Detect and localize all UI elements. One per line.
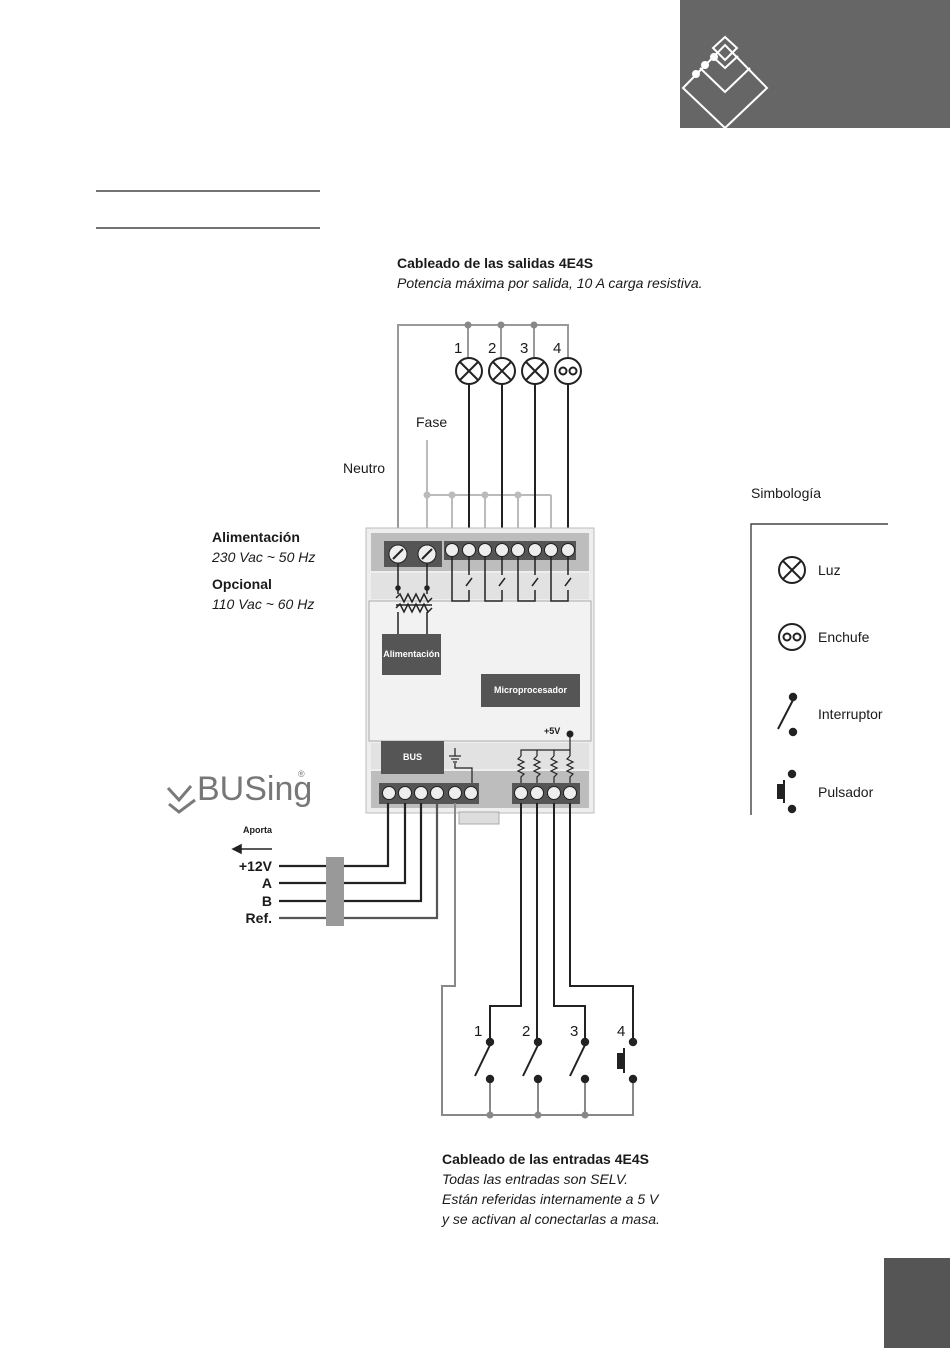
transformer-icon: [395, 563, 433, 634]
bus-wire-label-b: B: [261, 893, 272, 909]
output-number-1: 1: [454, 340, 463, 357]
switch-icon: [777, 692, 798, 737]
outputs-subtitle: Potencia máxima por salida, 10 A carga r…: [397, 275, 703, 291]
bus-wire-label-ref: Ref.: [245, 910, 272, 926]
inputs-line-2: Están referidas internamente a 5 V: [442, 1191, 659, 1207]
input-number-4: 4: [617, 1023, 626, 1040]
symbology-frame: [750, 523, 888, 815]
lamp-icon: [488, 357, 516, 385]
cpu-label: Microprocesador: [493, 685, 568, 695]
page-tab-block: [884, 1258, 950, 1348]
input-wiring: [441, 803, 634, 1116]
bus-wire-label-12v: +12V: [238, 858, 272, 874]
cable-sleeve: [326, 857, 344, 926]
output-wiring: [397, 324, 569, 545]
ground-icon: [449, 748, 461, 763]
junction-dots: [423, 321, 538, 499]
symbol-label-enchufe: Enchufe: [818, 629, 870, 645]
arrow-left-icon: [231, 843, 272, 855]
input-number-3: 3: [570, 1023, 579, 1040]
input-junctions: [486, 1111, 589, 1119]
outputs-title: Cableado de las salidas 4E4S: [397, 255, 594, 271]
v5-label: +5V: [544, 726, 561, 736]
lamp-icon: [778, 556, 806, 584]
optional-label: Opcional: [212, 576, 272, 592]
bus-wires: [279, 803, 439, 920]
optional-value: 110 Vac ~ 60 Hz: [212, 596, 315, 612]
input-number-1: 1: [474, 1023, 483, 1040]
bus-wire-label-a: A: [261, 875, 272, 891]
power-value: 230 Vac ~ 50 Hz: [212, 549, 316, 565]
pushbutton-icon: [617, 1037, 638, 1084]
pullup-resistors: [516, 734, 575, 783]
symbology-title: Simbología: [751, 485, 822, 501]
aporta-label: Aporta: [243, 825, 272, 835]
socket-icon: [778, 623, 806, 651]
input-terminal-block: [512, 783, 580, 804]
output-number-3: 3: [520, 340, 529, 357]
output-number-2: 2: [488, 340, 497, 357]
input-number-2: 2: [522, 1023, 531, 1040]
output-terminal-screws: [445, 543, 575, 557]
busing-wave-icon: [166, 785, 196, 814]
psu-label: Alimentación: [383, 649, 440, 659]
inputs-line-3: y se activan al conectarlas a masa.: [442, 1211, 660, 1227]
relay-contacts: [451, 557, 572, 602]
power-label: Alimentación: [212, 529, 300, 545]
inputs-title: Cableado de las entradas 4E4S: [442, 1151, 649, 1167]
symbol-label-luz: Luz: [818, 562, 841, 578]
neutro-label: Neutro: [343, 460, 386, 476]
fase-label: Fase: [416, 414, 448, 430]
output-number-4: 4: [553, 340, 562, 357]
psu-box: [382, 634, 441, 675]
symbol-label-interruptor: Interruptor: [818, 706, 883, 722]
switch-icon: [569, 1037, 590, 1084]
bus-label: BUS: [402, 752, 422, 762]
lamp-icon: [455, 357, 483, 385]
socket-icon: [554, 357, 582, 385]
output-terminal-block: [444, 541, 576, 560]
ground-link: [454, 763, 473, 785]
registered-mark: ®: [298, 769, 305, 779]
symbol-label-pulsador: Pulsador: [818, 784, 874, 800]
cpu-box: [481, 674, 580, 707]
lamp-icon: [521, 357, 549, 385]
inputs-line-1: Todas las entradas son SELV.: [442, 1171, 629, 1187]
v5-node: [566, 730, 574, 738]
pushbutton-icon: [777, 769, 797, 814]
header-block: [680, 0, 950, 128]
bottom-terminal-screws: [382, 786, 577, 800]
switch-icon: [474, 1037, 495, 1084]
company-logo-icon: [681, 35, 769, 130]
busing-logo-text: BUSing: [197, 770, 313, 808]
switch-icon: [522, 1037, 543, 1084]
bus-box: [381, 741, 444, 774]
